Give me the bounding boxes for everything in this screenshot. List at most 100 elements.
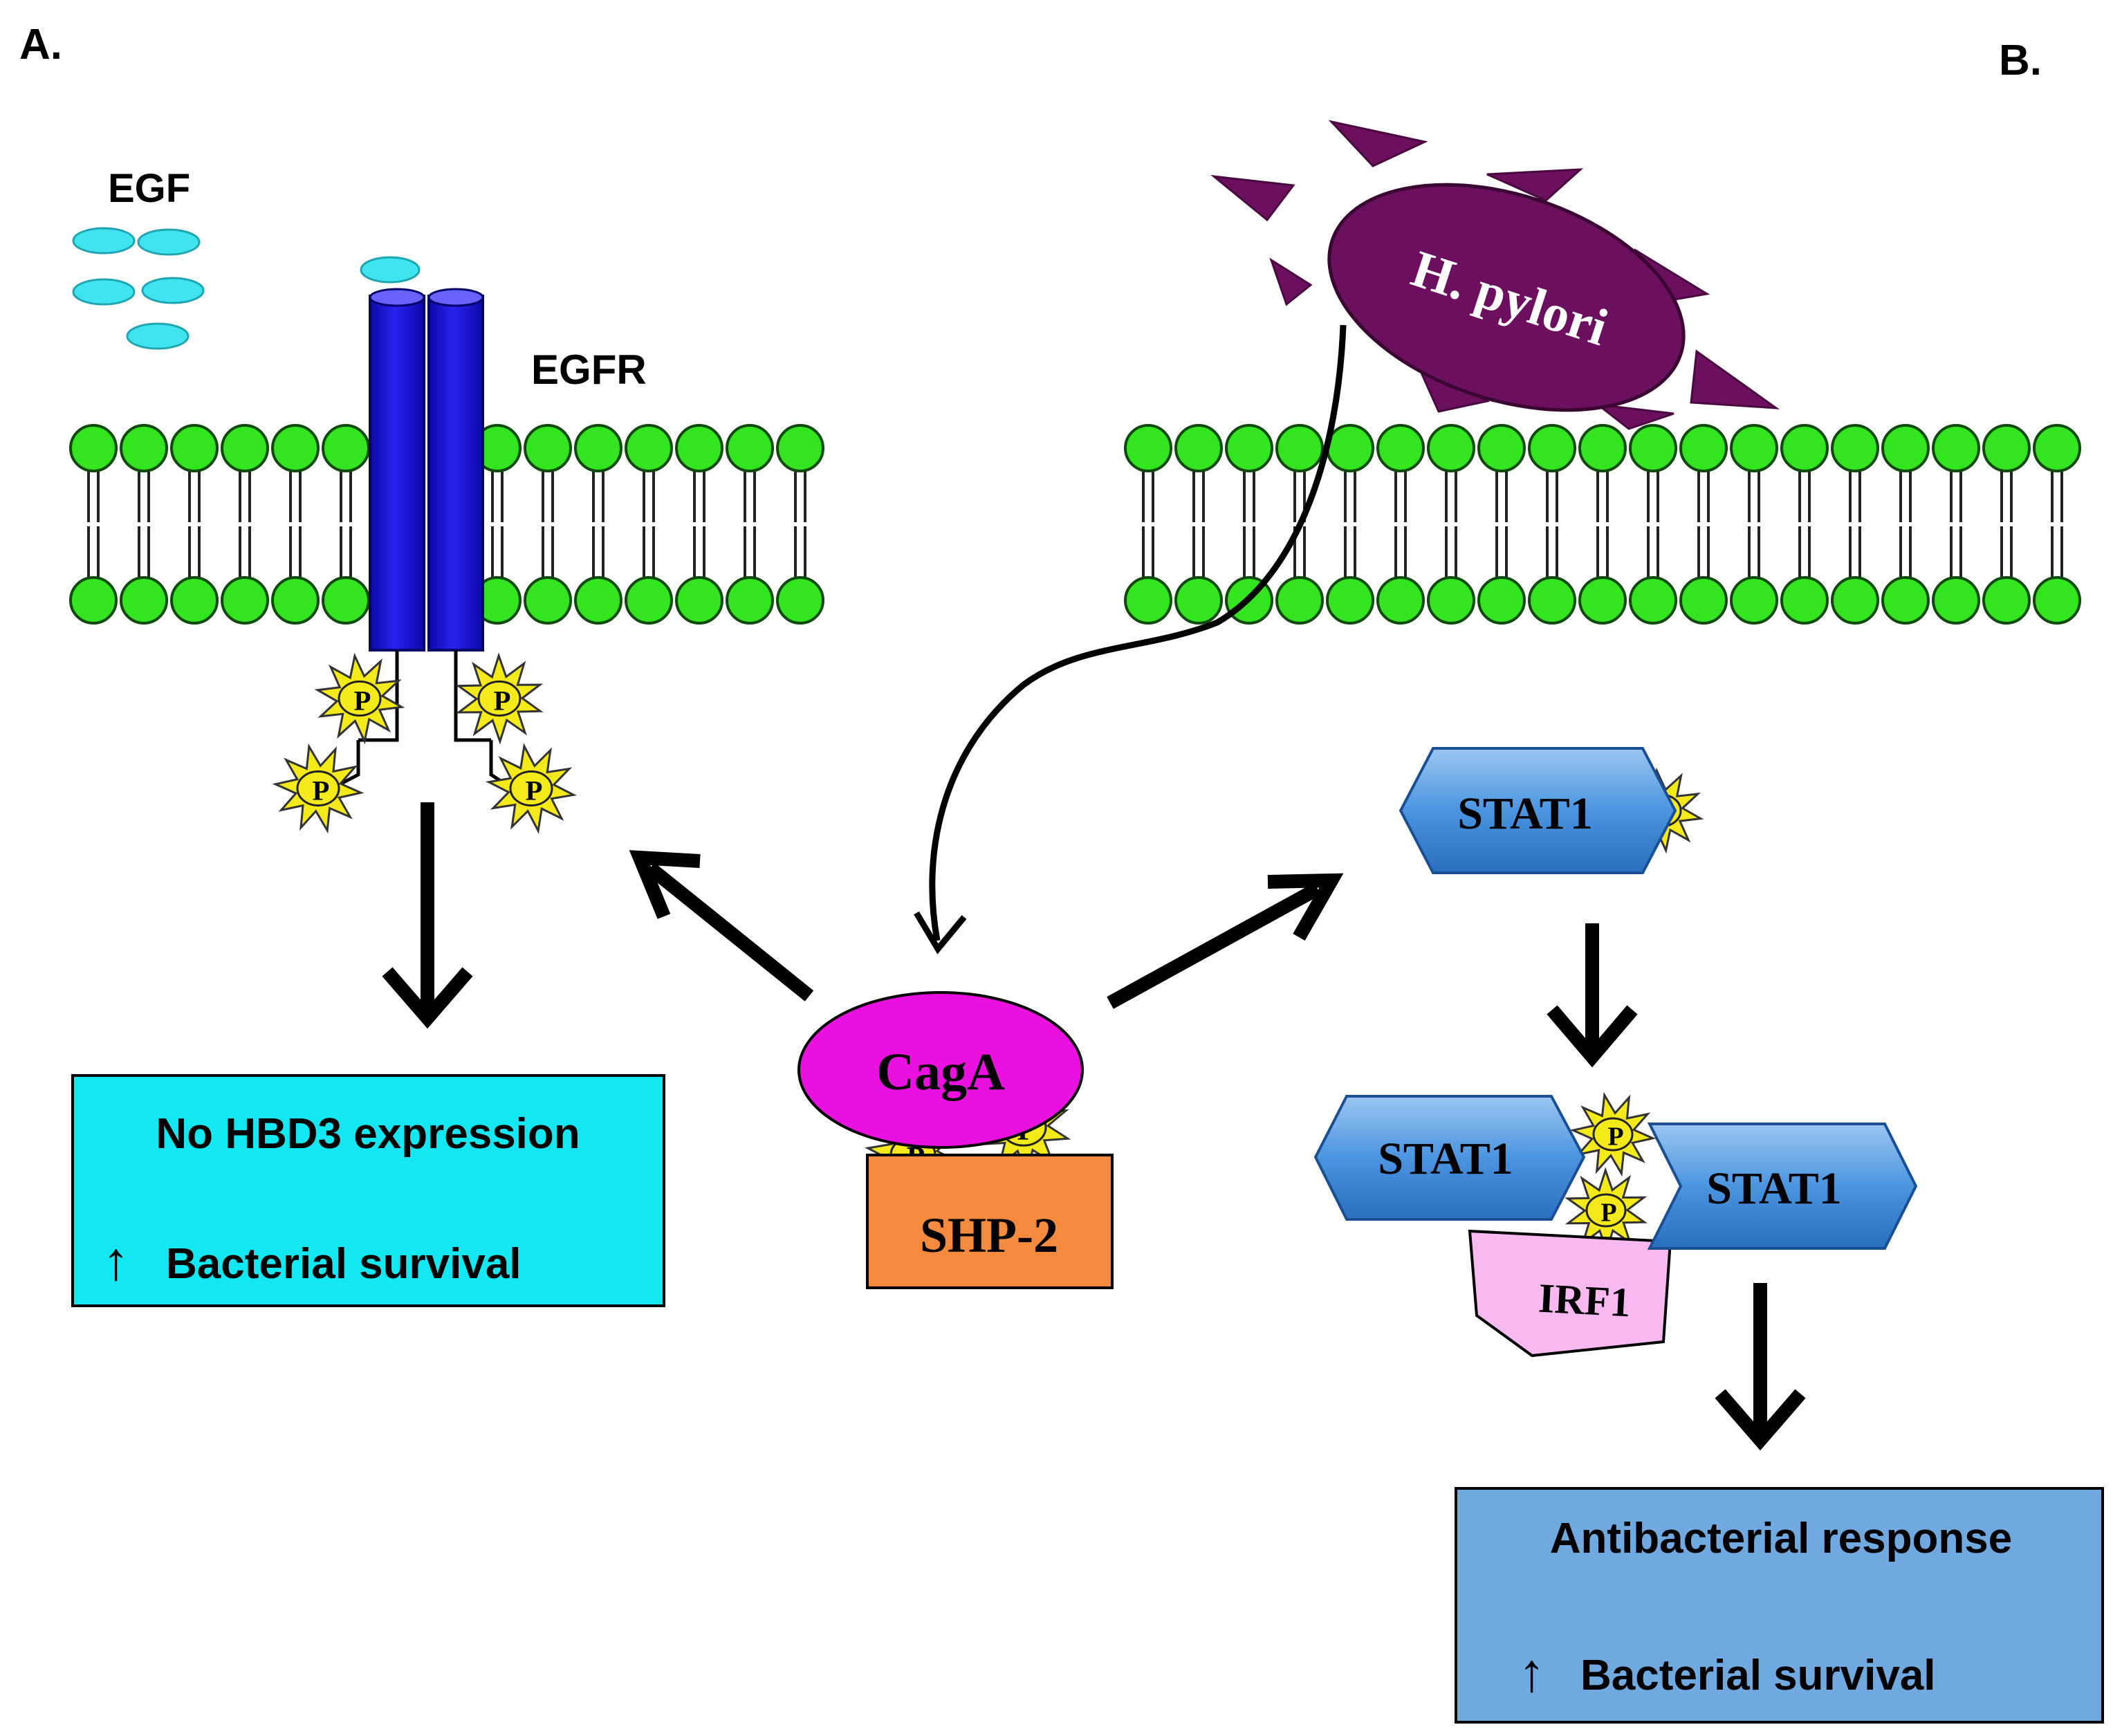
lipid-head xyxy=(170,424,219,472)
lipid-head xyxy=(1477,576,1526,625)
cell-membrane-a xyxy=(69,424,824,625)
lipid-head xyxy=(524,424,572,472)
caga-oval xyxy=(797,991,1084,1149)
lipid-tails xyxy=(743,471,757,578)
lipid-head xyxy=(1427,424,1475,472)
egf-ligands xyxy=(72,227,421,350)
stat1-dimer-right-label: STAT1 xyxy=(1706,1163,1842,1214)
lipid-head xyxy=(625,424,673,472)
egf-ligand-bound xyxy=(360,256,421,284)
outcome-a-line1: No HBD3 expression xyxy=(156,1110,580,1158)
lipid-head xyxy=(1124,576,1172,625)
bacterium-body xyxy=(1327,183,1686,412)
lipid-head xyxy=(726,424,774,472)
egf-ligand xyxy=(126,322,190,350)
cell-membrane-b xyxy=(1124,424,2081,625)
lipid-head xyxy=(1982,576,2031,625)
lipid-head xyxy=(271,424,320,472)
lipid-head xyxy=(1528,576,1576,625)
phosphate-group: P xyxy=(1565,1167,1648,1254)
lipid-tails xyxy=(1949,471,1963,578)
lipid-head xyxy=(322,576,370,625)
panel-a-label: A. xyxy=(19,21,62,68)
lipid-head xyxy=(221,576,269,625)
lipid-head xyxy=(120,424,168,472)
lipid-head xyxy=(1578,576,1627,625)
lipid-head xyxy=(1932,424,1980,472)
phosphate-group: P xyxy=(486,743,577,834)
phosphate-group: P xyxy=(455,652,544,745)
lipid-head xyxy=(1174,576,1223,625)
lipid-head xyxy=(69,576,118,625)
lipid-head xyxy=(625,576,673,625)
lipid-tails xyxy=(187,471,201,578)
caga-label: CagA xyxy=(876,1043,1005,1101)
lipid-head xyxy=(675,424,723,472)
stat1-label: STAT1 xyxy=(1457,788,1593,839)
lipid-tails xyxy=(1495,471,1508,578)
lipid-tails xyxy=(793,471,807,578)
outcome-b-up-arrow: ↑ xyxy=(1518,1642,1545,1703)
egf-ligand xyxy=(141,277,205,304)
lipid-head xyxy=(221,424,269,472)
lipid-head xyxy=(1629,576,1677,625)
lipid-head xyxy=(1780,424,1829,472)
lipid-tails xyxy=(541,471,555,578)
phosphate-label: P xyxy=(1607,1122,1623,1151)
injection-arrowhead xyxy=(914,911,967,954)
lipid-tails xyxy=(1747,471,1761,578)
phosphate-label: P xyxy=(494,685,511,717)
egf-ligand xyxy=(72,227,136,255)
outcome-b-line1: Antibacterial response xyxy=(1550,1515,2012,1562)
lipid-tails xyxy=(1141,471,1155,578)
lipid-head xyxy=(1528,424,1576,472)
lipid-head xyxy=(1376,576,1425,625)
panel-b-label: B. xyxy=(1999,37,2042,84)
lipid-tails xyxy=(1545,471,1559,578)
caga-injection-path xyxy=(929,324,1347,941)
lipid-tails xyxy=(288,471,302,578)
lipid-tails xyxy=(1343,471,1357,578)
lipid-head xyxy=(1679,576,1728,625)
lipid-head xyxy=(1831,424,1879,472)
irf1-box xyxy=(1468,1229,1672,1358)
lipid-head xyxy=(322,424,370,472)
lipid-head xyxy=(2033,576,2081,625)
phosphate-label: P xyxy=(1600,1198,1616,1227)
lipid-tails xyxy=(692,471,706,578)
lipid-head xyxy=(1881,576,1930,625)
stat1-down-arrow xyxy=(1547,923,1638,1068)
lipid-head xyxy=(1477,424,1526,472)
lipid-head xyxy=(726,576,774,625)
lipid-tails xyxy=(1848,471,1862,578)
lipid-head xyxy=(1629,424,1677,472)
lipid-tails xyxy=(137,471,151,578)
lipid-head xyxy=(1982,424,2031,472)
stat1-dimer-right xyxy=(1647,1123,1918,1250)
lipid-head xyxy=(1326,424,1374,472)
lipid-tails xyxy=(642,471,656,578)
lipid-tails xyxy=(490,471,504,578)
egf-ligand xyxy=(137,228,201,256)
flagella-spikes xyxy=(1210,120,1780,430)
lipid-head xyxy=(271,576,320,625)
lipid-head xyxy=(524,576,572,625)
lipid-head xyxy=(1326,576,1374,625)
phosphate-group: P xyxy=(314,652,405,745)
lipid-tails xyxy=(1697,471,1710,578)
phosphate-label: P xyxy=(354,685,371,717)
lipid-tails xyxy=(86,471,100,578)
stat1-phosphorylated: STAT1 xyxy=(1399,747,1677,874)
outcome-b-line2: Bacterial survival xyxy=(1580,1652,1936,1699)
lipid-head xyxy=(1275,576,1324,625)
h-pylori-bacterium: H. pylori xyxy=(1210,120,1780,430)
lipid-head xyxy=(1730,424,1778,472)
egf-ligand xyxy=(72,278,136,306)
egfr-receptor xyxy=(369,288,484,652)
lipid-head xyxy=(1932,576,1980,625)
lipid-tails xyxy=(1798,471,1811,578)
phosphate-group: P xyxy=(272,743,365,834)
lipid-head xyxy=(1831,576,1879,625)
phosphate-group: P xyxy=(1569,1091,1657,1177)
